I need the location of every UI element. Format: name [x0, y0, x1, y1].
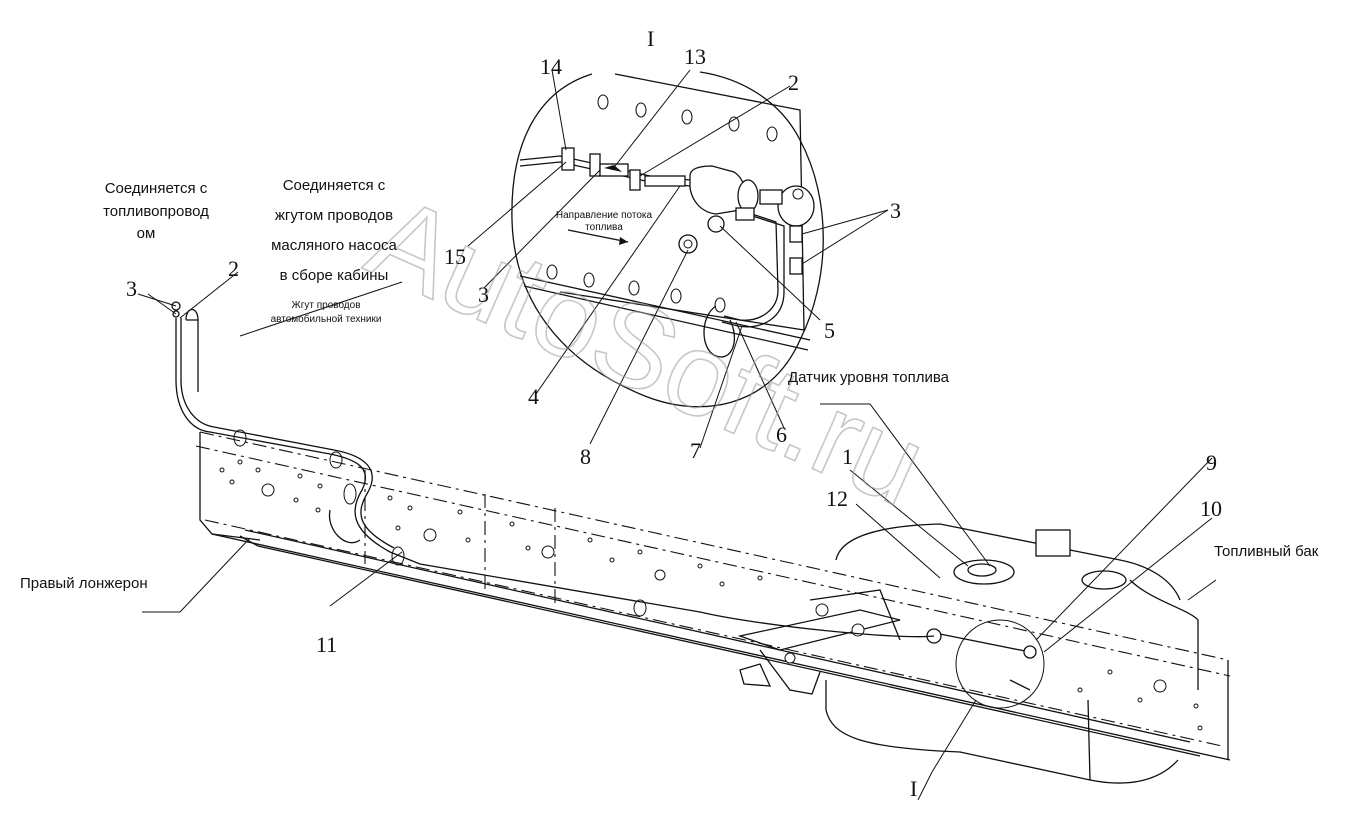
callout-14: 14	[540, 54, 562, 79]
callout-3-right: 3	[890, 198, 901, 223]
label-fuel-sensor: Датчик уровня топлива	[788, 369, 950, 386]
fuel-filter	[689, 165, 746, 215]
callout-2: 2	[228, 256, 239, 281]
fuel-line	[171, 301, 935, 638]
label-fuel-line-3: ом	[137, 225, 156, 242]
label-vehicle-harness-2: автомобильной техники	[271, 313, 382, 325]
callout-8: 8	[580, 444, 591, 469]
detail-view-I	[511, 71, 824, 408]
label-harness-2: жгутом проводов	[275, 207, 393, 224]
label-right-rail: Правый лонжерон	[20, 575, 148, 592]
callout-13: 13	[684, 44, 706, 69]
callout-9: 9	[1206, 450, 1217, 475]
label-flow-2: топлива	[585, 222, 623, 233]
callout-7: 7	[690, 438, 701, 463]
label-flow-1: Направление потока	[556, 210, 653, 221]
callout-3-detail: 3	[478, 282, 489, 307]
callout-1: 1	[842, 444, 853, 469]
callout-12: 12	[826, 486, 848, 511]
fuel-tank	[825, 523, 1199, 784]
callout-10: 10	[1200, 496, 1222, 521]
label-harness-4: в сборе кабины	[280, 267, 389, 284]
label-vehicle-harness-1: Жгут проводов	[291, 300, 360, 311]
cross-member	[737, 589, 901, 695]
label-harness-1: Соединяется с	[283, 177, 386, 194]
callout-5: 5	[824, 318, 835, 343]
labels: Соединяется с топливопровод ом Соединяет…	[20, 177, 1319, 592]
frame-rail	[195, 431, 1231, 761]
callout-2-detail: 2	[788, 70, 799, 95]
label-fuel-line-2: топливопровод	[103, 203, 209, 220]
label-harness-3: масляного насоса	[271, 237, 397, 254]
callout-3: 3	[126, 276, 137, 301]
callouts: 3 2 14 13 2 15 3 3 5 4 6 7 8 1 12 9 10 1…	[126, 44, 1222, 657]
callout-4: 4	[528, 384, 539, 409]
callout-11: 11	[316, 632, 337, 657]
label-fuel-line-1: Соединяется с	[105, 180, 208, 197]
leader-lines	[137, 69, 1217, 801]
section-mark-top: I	[647, 26, 654, 51]
callout-6: 6	[776, 422, 787, 447]
section-mark-bottom: I	[910, 776, 917, 801]
label-fuel-tank: Топливный бак	[1214, 543, 1319, 560]
frame-holes	[219, 459, 1203, 731]
callout-15: 15	[444, 244, 466, 269]
detail-holes	[546, 94, 778, 313]
watermark: AutoSoft.ru	[351, 171, 944, 532]
